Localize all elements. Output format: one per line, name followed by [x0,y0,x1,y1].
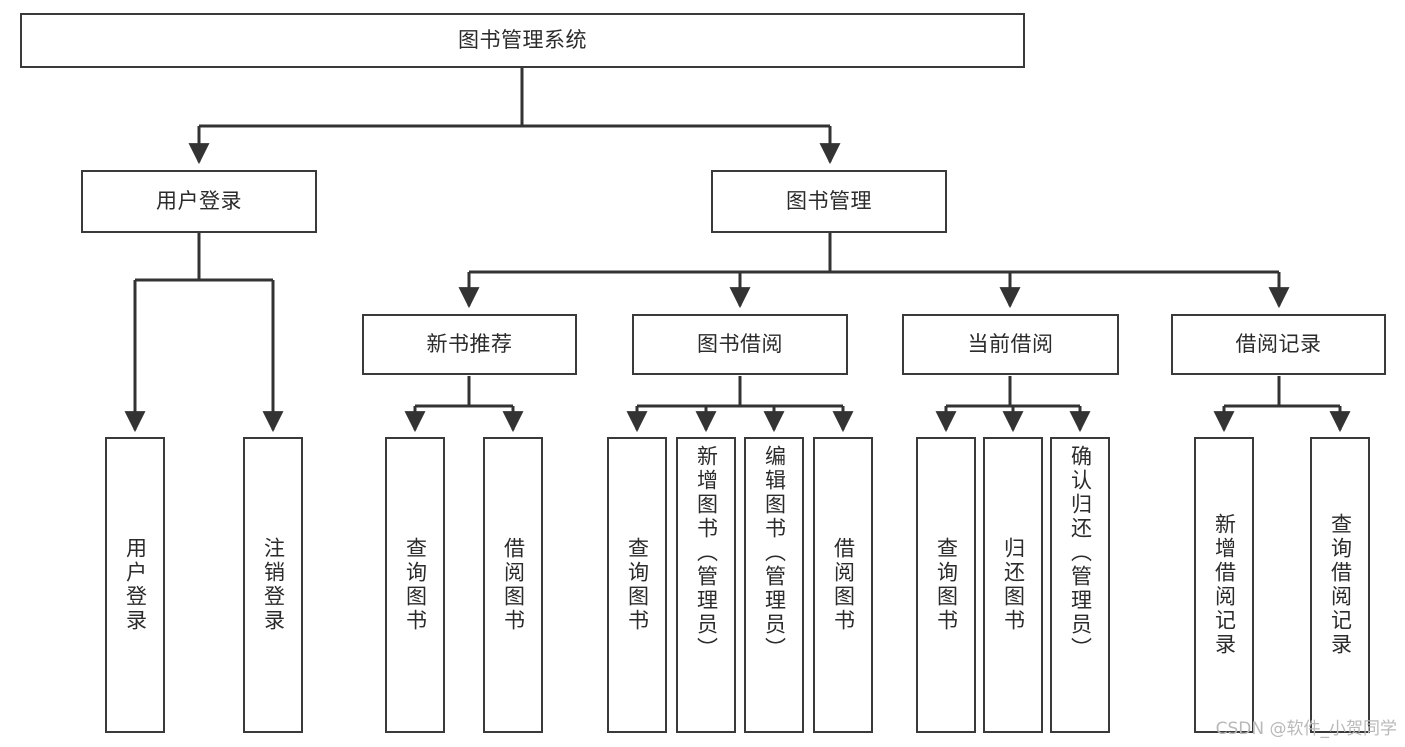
node-leaf-add-book-label: 新增图书（管理员） [694,445,719,661]
node-borrow-record-label: 借阅记录 [1235,332,1322,357]
node-leaf-borrow-book-1[interactable]: 借阅图书 [483,437,543,733]
node-leaf-query-book-2[interactable]: 查询图书 [607,437,667,733]
node-leaf-add-record-label: 新增借阅记录 [1212,513,1237,657]
node-leaf-return-book[interactable]: 归还图书 [983,437,1043,733]
node-new-book-recommend[interactable]: 新书推荐 [362,314,577,375]
node-leaf-edit-book[interactable]: 编辑图书（管理员） [744,437,804,733]
node-book-borrow-label: 图书借阅 [697,332,783,357]
node-borrow-record[interactable]: 借阅记录 [1171,314,1386,375]
node-current-borrow[interactable]: 当前借阅 [902,314,1119,375]
node-leaf-query-book-2-label: 查询图书 [625,537,650,633]
node-book-management-label: 图书管理 [786,189,872,214]
node-new-book-recommend-label: 新书推荐 [426,332,513,357]
node-leaf-confirm-return-label: 确认归还（管理员） [1068,445,1093,661]
node-leaf-borrow-book-1-label: 借阅图书 [501,537,526,633]
node-root[interactable]: 图书管理系统 [20,13,1025,68]
node-leaf-logout-login-label: 注销登录 [261,537,286,633]
node-leaf-add-record[interactable]: 新增借阅记录 [1194,437,1254,733]
node-root-label: 图书管理系统 [458,28,587,53]
node-leaf-query-record[interactable]: 查询借阅记录 [1310,437,1370,733]
node-book-management[interactable]: 图书管理 [711,170,947,233]
node-leaf-query-book-1[interactable]: 查询图书 [385,437,445,733]
node-leaf-add-book[interactable]: 新增图书（管理员） [676,437,736,733]
node-book-borrow[interactable]: 图书借阅 [632,314,848,375]
node-leaf-query-book-1-label: 查询图书 [403,537,428,633]
node-leaf-query-book-3-label: 查询图书 [934,537,959,633]
node-leaf-confirm-return[interactable]: 确认归还（管理员） [1050,437,1110,733]
node-leaf-user-login-label: 用户登录 [123,537,148,633]
node-leaf-edit-book-label: 编辑图书（管理员） [762,445,787,661]
node-leaf-return-book-label: 归还图书 [1001,537,1026,633]
node-leaf-borrow-book-2-label: 借阅图书 [831,537,856,633]
node-leaf-user-login[interactable]: 用户登录 [105,437,165,733]
node-leaf-logout-login[interactable]: 注销登录 [243,437,303,733]
node-user-login[interactable]: 用户登录 [81,170,317,233]
node-user-login-label: 用户登录 [156,189,242,214]
node-leaf-query-record-label: 查询借阅记录 [1328,513,1353,657]
node-leaf-query-book-3[interactable]: 查询图书 [916,437,976,733]
node-leaf-borrow-book-2[interactable]: 借阅图书 [813,437,873,733]
node-current-borrow-label: 当前借阅 [967,332,1054,357]
